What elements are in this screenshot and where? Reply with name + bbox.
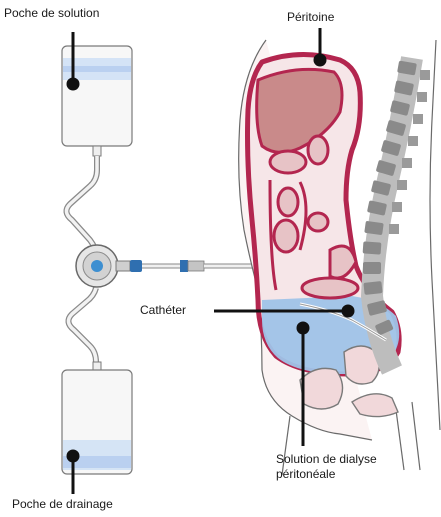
solution-bag-label: Poche de solution: [4, 6, 99, 21]
peritoneum-label: Péritoine: [287, 10, 334, 25]
catheter-label: Cathéter: [140, 303, 186, 318]
dialysis-solution-label-line2: péritonéale: [276, 467, 441, 482]
drainage-bag-label: Poche de drainage: [12, 497, 113, 512]
dialysis-solution-label: Solution de dialyse péritonéale: [276, 452, 441, 482]
dialysis-solution-label-line1: Solution de dialyse: [276, 452, 441, 467]
y-connector-valve: [76, 245, 130, 287]
